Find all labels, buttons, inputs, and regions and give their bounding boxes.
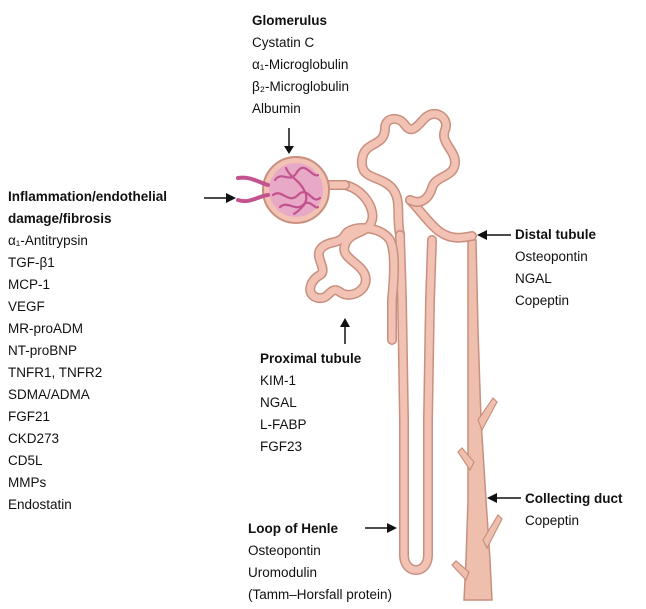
distal-title: Distal tubule xyxy=(515,224,596,246)
inflammation-item: TGF-β1 xyxy=(8,252,167,274)
proximal-item: KIM-1 xyxy=(260,370,361,392)
distal-item: Copeptin xyxy=(515,290,596,312)
inflammation-item: MCP-1 xyxy=(8,274,167,296)
collecting-title: Collecting duct xyxy=(525,488,623,510)
collecting-item: Copeptin xyxy=(525,510,623,532)
proximal-item: L-FABP xyxy=(260,414,361,436)
distal-item: Osteopontin xyxy=(515,246,596,268)
inflammation-arrow xyxy=(204,192,236,204)
inflammation-title-line1: Inflammation/endothelial xyxy=(8,186,167,208)
proximal-arrow xyxy=(339,318,351,344)
inflammation-item: MMPs xyxy=(8,472,167,494)
inflammation-item: SDMA/ADMA xyxy=(8,384,167,406)
henle-item: Uromodulin xyxy=(248,562,392,584)
inflammation-item: TNFR1, TNFR2 xyxy=(8,362,167,384)
collecting-arrow xyxy=(487,492,521,504)
proximal-item: NGAL xyxy=(260,392,361,414)
inflammation-item: Endostatin xyxy=(8,494,167,516)
proximal-item: FGF23 xyxy=(260,436,361,458)
glomerulus-title: Glomerulus xyxy=(252,10,349,32)
inflammation-item: NT-proBNP xyxy=(8,340,167,362)
henle-item: (Tamm–Horsfall protein) xyxy=(248,584,392,606)
glomerulus-labels: Glomerulus Cystatin C α₁-Microglobulin β… xyxy=(252,10,349,120)
glomerulus-item: Albumin xyxy=(252,98,349,120)
inflammation-item: CD5L xyxy=(8,450,167,472)
collecting-labels: Collecting duct Copeptin xyxy=(525,488,623,532)
inflammation-item: CKD273 xyxy=(8,428,167,450)
henle-arrow xyxy=(365,522,399,534)
inflammation-item: VEGF xyxy=(8,296,167,318)
distal-arrow xyxy=(477,229,511,241)
glomerulus-item: Cystatin C xyxy=(252,32,349,54)
inflammation-item: MR-proADM xyxy=(8,318,167,340)
glomerulus-item: α₁-Microglobulin xyxy=(252,54,349,76)
distal-labels: Distal tubule Osteopontin NGAL Copeptin xyxy=(515,224,596,312)
glomerulus-shape xyxy=(238,157,329,223)
glomerulus-arrow xyxy=(283,128,295,154)
inflammation-labels: Inflammation/endothelial damage/fibrosis… xyxy=(8,186,167,516)
inflammation-title-line2: damage/fibrosis xyxy=(8,208,167,230)
proximal-title: Proximal tubule xyxy=(260,348,361,370)
collecting-duct-shape xyxy=(452,240,502,600)
inflammation-item: FGF21 xyxy=(8,406,167,428)
glomerulus-item: β₂-Microglobulin xyxy=(252,76,349,98)
distal-item: NGAL xyxy=(515,268,596,290)
henle-item: Osteopontin xyxy=(248,540,392,562)
proximal-labels: Proximal tubule KIM-1 NGAL L-FABP FGF23 xyxy=(260,348,361,458)
inflammation-item: α₁-Antitrypsin xyxy=(8,230,167,252)
